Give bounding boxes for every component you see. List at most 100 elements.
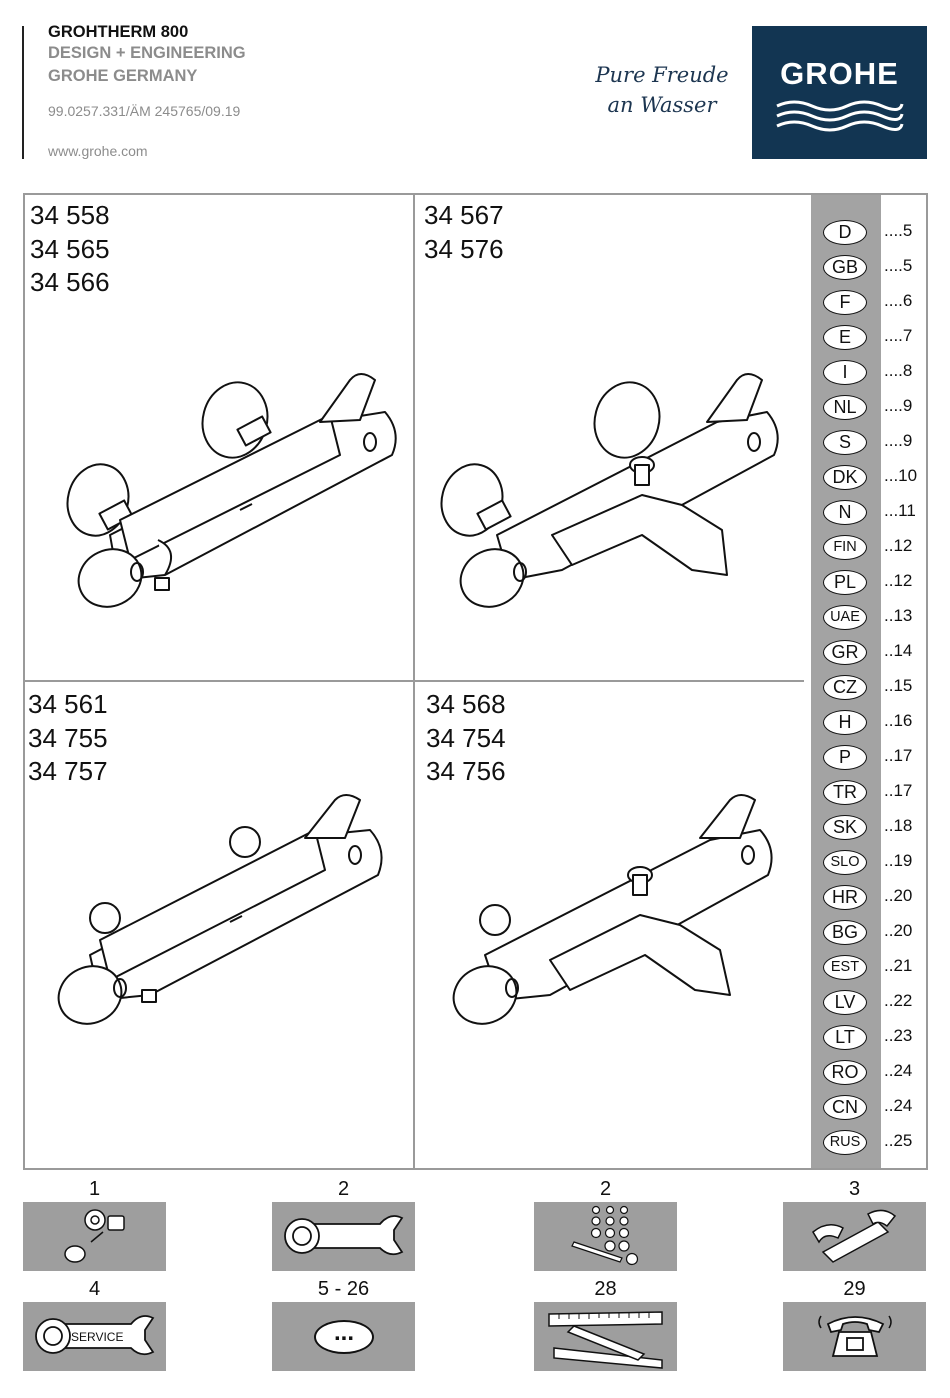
folding-rule-panel <box>534 1302 677 1371</box>
website: www.grohe.com <box>48 143 148 159</box>
tool-number: 29 <box>843 1278 866 1300</box>
drill-holes-icon <box>571 1205 639 1266</box>
slogan: Pure Freude an Wasser <box>582 60 742 120</box>
language-row: I ....8 <box>823 360 933 390</box>
model-list-bottom-right: 34 568 34 754 34 756 <box>426 688 506 789</box>
tool-number: 3 <box>848 1178 861 1200</box>
model-number: 34 558 <box>30 200 110 230</box>
language-badge: RUS <box>823 1130 867 1155</box>
language-page-ref: ..17 <box>884 746 913 765</box>
language-badge: GR <box>823 640 867 665</box>
language-page-ref: ....9 <box>884 431 913 450</box>
language-row: CZ..15 <box>823 675 933 705</box>
model-number: 34 567 <box>424 200 504 230</box>
language-page-ref: ..14 <box>884 641 913 660</box>
language-row: CN ..24 <box>823 1095 933 1125</box>
product-title: GROHTHERM 800 <box>48 23 189 41</box>
wrench-icon <box>284 1215 404 1256</box>
language-badge: F <box>823 290 867 315</box>
tool-number: 28 <box>594 1278 617 1300</box>
language-badge: UAE <box>823 605 867 630</box>
language-row: D....5 <box>823 220 933 250</box>
language-badge: GB <box>823 255 867 280</box>
language-row: SK ..18 <box>823 815 933 845</box>
language-page-ref: ..25 <box>884 1131 913 1150</box>
phone-icon <box>818 1315 892 1357</box>
slogan-line-2: an Wasser <box>607 93 717 117</box>
bath-thermostat-illustration <box>440 373 779 608</box>
language-page-ref: ....7 <box>884 326 913 345</box>
language-row: FIN..12 <box>823 535 933 565</box>
language-badge: LT <box>823 1025 867 1050</box>
language-badge: S <box>823 430 867 455</box>
language-row: GB ....5 <box>823 255 933 285</box>
language-row: RO ..24 <box>823 1060 933 1090</box>
language-row: EST ..21 <box>823 955 933 985</box>
language-badge: PL <box>823 570 867 595</box>
language-badge: HR <box>823 885 867 910</box>
tool-number: 5 - 26 <box>317 1278 370 1300</box>
language-row: P ..17 <box>823 745 933 775</box>
model-number: 34 754 <box>426 722 506 753</box>
language-page-ref: ..12 <box>884 536 913 555</box>
language-page-ref: ..24 <box>884 1061 913 1080</box>
language-row: TR..17 <box>823 780 933 810</box>
frame-divider-horizontal <box>23 680 804 682</box>
language-page-ref: ..22 <box>884 991 913 1010</box>
language-page-ref: ....6 <box>884 291 913 310</box>
language-badge: P <box>823 745 867 770</box>
language-row: LT..23 <box>823 1025 933 1055</box>
language-page-ref: ..18 <box>884 816 913 835</box>
language-page-ref: ....5 <box>884 256 913 275</box>
grohe-logo: GROHE <box>752 26 927 159</box>
language-badge: CN <box>823 1095 867 1120</box>
tool-number: 2 <box>337 1178 350 1200</box>
language-page-ref: ..13 <box>884 606 913 625</box>
language-row: H..16 <box>823 710 933 740</box>
language-badge: EST <box>823 955 867 980</box>
language-page-ref: ....8 <box>884 361 913 380</box>
language-badge: TR <box>823 780 867 805</box>
language-badge: I <box>823 360 867 385</box>
ellipsis-panel: ... <box>272 1302 415 1371</box>
language-badge: N <box>823 500 867 525</box>
header-text: GROHTHERM 800 DESIGN + ENGINEERING GROHE… <box>48 22 246 88</box>
language-badge: SK <box>823 815 867 840</box>
document-code: 99.0257.331/ÄM 245765/09.19 <box>48 103 241 119</box>
language-row: F ....6 <box>823 290 933 320</box>
language-row: S ....9 <box>823 430 933 460</box>
language-row: N ...11 <box>823 500 933 530</box>
folding-rule-icon <box>548 1311 663 1369</box>
language-page-ref: ...10 <box>884 466 918 485</box>
language-page-ref: ..19 <box>884 851 913 870</box>
logo-text: GROHE <box>780 56 899 91</box>
model-number: 34 561 <box>28 689 108 719</box>
tool-number: 2 <box>599 1178 612 1200</box>
model-number: 34 565 <box>30 233 110 264</box>
language-badge: RO <box>823 1060 867 1085</box>
drill-holes-panel <box>534 1202 677 1271</box>
language-page-ref: ...11 <box>884 501 916 520</box>
language-badge: H <box>823 710 867 735</box>
tool-number: 1 <box>88 1178 101 1200</box>
ellipsis-icon: ... <box>314 1320 374 1354</box>
language-row: NL....9 <box>823 395 933 425</box>
language-row: UAE ..13 <box>823 605 933 635</box>
language-page-ref: ..21 <box>884 956 913 975</box>
language-row: LV ..22 <box>823 990 933 1020</box>
logo-waves-icon <box>776 100 904 132</box>
header-line-company: GROHE GERMANY <box>48 67 198 85</box>
language-row: HR..20 <box>823 885 933 915</box>
language-page-ref: ..24 <box>884 1096 913 1115</box>
model-list-top-right: 34 567 34 576 <box>424 199 504 266</box>
service-label: SERVICE <box>71 1330 123 1344</box>
language-page-ref: ..20 <box>884 921 913 940</box>
language-row: GR ..14 <box>823 640 933 670</box>
language-row: E ....7 <box>823 325 933 355</box>
bath-thermostat-exposed-illustration <box>452 794 773 1025</box>
language-badge: E <box>823 325 867 350</box>
language-badge: LV <box>823 990 867 1015</box>
phone-panel <box>783 1302 926 1371</box>
language-row: DK...10 <box>823 465 933 495</box>
language-badge: D <box>823 220 867 245</box>
